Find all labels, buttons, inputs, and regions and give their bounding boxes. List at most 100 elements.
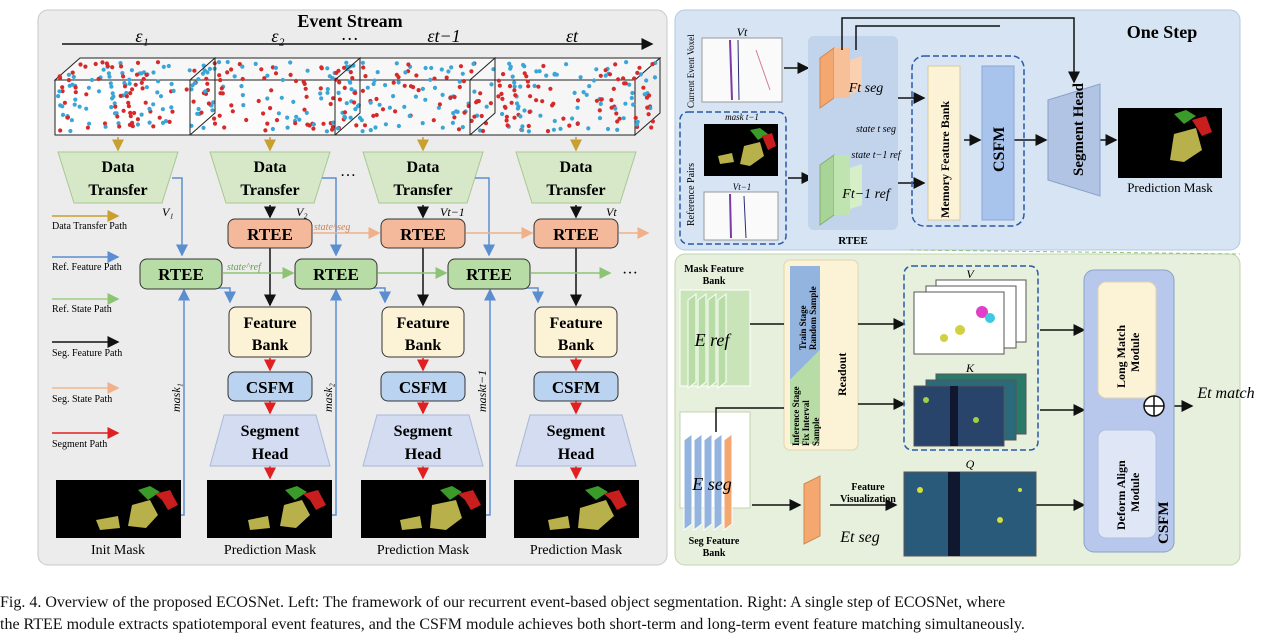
event-dot [304,110,309,115]
inference-stage-wedge [790,350,820,444]
query-map [903,471,1037,557]
event-dot [116,121,121,126]
event-dot [545,129,551,134]
event-dot [305,68,310,73]
event-dot [599,97,604,102]
data-transfer-2: Data Transfer [209,151,331,204]
rtee-ref-2 [294,258,378,290]
event-dot [212,121,218,126]
data-transfer-blocks: Data Transfer Data Transfer Data Transfe… [57,151,637,204]
e-seg-label: E seg [691,474,732,494]
event-dot [311,126,316,131]
event-dot [597,116,603,121]
event-dot [540,99,545,104]
event-dot [302,81,307,86]
ref-chain-ellipsis: ··· [622,265,638,282]
event-dot [478,91,483,96]
event-dot [613,106,618,111]
event-dot [191,99,196,104]
event-dot [514,101,520,106]
event-dot [297,117,302,122]
event-dot [637,65,642,70]
state-ref-label-one-step: state t−1 ref [851,150,901,161]
reference-voxel-image [703,191,779,241]
event-dot [526,129,532,134]
event-dot [522,108,527,113]
event-dot [510,74,515,79]
event-dot [225,70,230,75]
event-dot [630,90,635,96]
csfm-module-label: CSFM [1156,502,1172,545]
event-dot [293,78,299,84]
event-dot [93,61,98,67]
rtee-label: RTEE [400,225,446,244]
event-dot [650,119,656,124]
event-dot [440,92,445,97]
event-dot [139,80,144,85]
event-dot [500,111,505,117]
bottom-masks [56,480,639,538]
event-dot [67,83,72,88]
event-dot [570,116,575,121]
vtm1-label: Vt−1 [440,205,465,219]
prediction-mask-image-2 [207,480,332,538]
event-dot [450,120,455,125]
rtee-label: RTEE [466,265,512,284]
event-dot [240,64,245,69]
event-dot [363,74,368,79]
event-symbol-t: εt [566,26,579,46]
event-dot [522,71,527,76]
event-stream-voxel [53,56,662,137]
rtee-ref-1 [139,258,223,290]
event-dot [432,85,438,90]
event-dot [118,93,123,98]
event-dot [60,89,65,94]
event-dot [169,105,174,110]
prediction-mask-label-3: Prediction Mask [377,543,469,558]
event-dot [362,123,368,128]
mask1-label: mask₁ [169,383,183,412]
value-key-box [903,265,1039,451]
event-dot [537,69,542,74]
event-dot [451,111,456,116]
feature-bank-line2: Bank [558,337,595,354]
event-dot [108,81,113,86]
reference-pairs-label: Reference Pairs [686,163,697,226]
event-dot [151,124,156,129]
event-dot [128,91,133,96]
event-symbol-2: ε₂ [271,26,284,46]
event-dot [219,86,224,91]
event-dot [288,60,293,65]
segment-head-line1: Segment [394,423,453,440]
event-dot [594,67,599,72]
vt-label: Vt [606,205,617,219]
sum-operator-icon [1143,395,1165,417]
event-dot [57,89,62,94]
event-dot [158,94,164,99]
event-dot [269,88,274,93]
event-dot [359,118,364,123]
event-dot [319,96,324,101]
inference-stage-line1: Inference Stage [791,386,801,446]
event-dot [127,81,132,86]
event-dot [500,96,505,101]
inference-stage-line2: Fix Interval [801,400,811,446]
event-dot [446,69,451,74]
v2-label: V₂ [296,205,308,219]
event-dot [622,81,627,86]
segment-head-blocks: Segment Head Segment Head Segment Head [209,414,637,467]
seg-feature-paths [264,205,582,307]
data-transfer-line2: Transfer [88,182,147,199]
event-dot [311,122,316,127]
data-transfer-line1: Data [407,159,440,176]
event-dot [436,105,441,110]
event-dot [65,115,70,120]
event-dot [374,96,379,102]
event-dot [352,100,357,105]
f-seg-label: Ft seg [848,81,884,96]
event-symbols: ε₁ ε₂ … εt−1 εt [135,24,579,46]
event-dot [109,84,114,89]
event-dot [71,74,76,79]
event-dot [318,86,323,91]
event-dot [84,92,89,97]
